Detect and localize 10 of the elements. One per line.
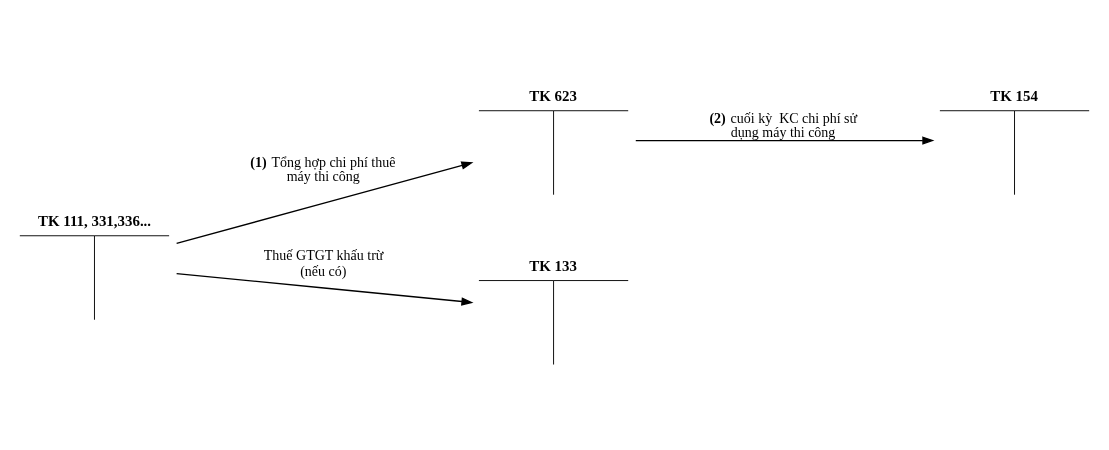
- node-text: TK 154: [990, 87, 1038, 104]
- arrow: [175, 160, 474, 244]
- edge-label: (1) Tổng hợp chi phí thuê máy thi công: [250, 154, 396, 184]
- node-text: TK 623: [529, 87, 577, 104]
- edge-label: (2) cuối kỳ KC chi phí sử dụng máy thi công: [709, 110, 858, 140]
- arrow: [635, 135, 935, 145]
- node-text: TK 133: [529, 257, 577, 274]
- node-text: TK 111, 331,336...: [38, 212, 152, 229]
- edge-label: Thuế GTGT khấu trừ (nếu có): [263, 247, 384, 279]
- arrow: [175, 272, 474, 306]
